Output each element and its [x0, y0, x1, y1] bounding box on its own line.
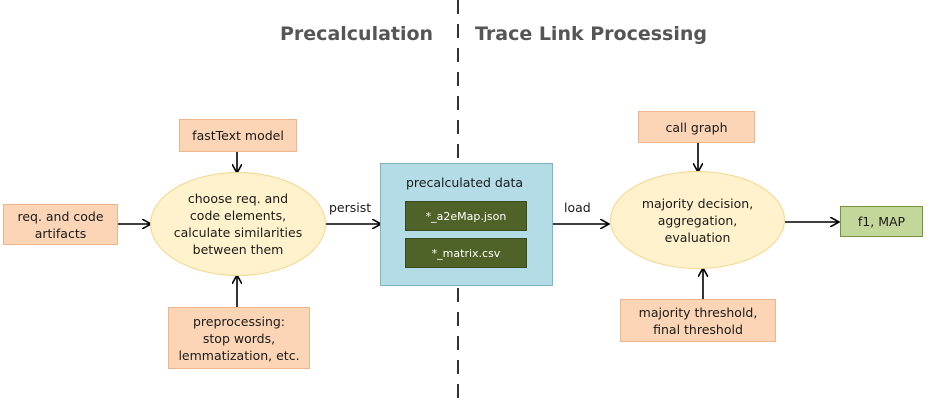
thresholds-box: majority threshold, final threshold: [620, 299, 776, 342]
heading-trace-link-processing: Trace Link Processing: [475, 23, 707, 45]
call-graph-box: call graph: [638, 111, 755, 143]
matrix-file: *_matrix.csv: [405, 238, 527, 268]
precalculated-data-title: precalculated data: [406, 175, 524, 190]
persist-label: persist: [329, 200, 372, 215]
output-f1-map-box: f1, MAP: [840, 206, 923, 237]
fasttext-model-box: fastText model: [179, 119, 297, 152]
precalculated-data-box: precalculated data *_a2eMap.json *_matri…: [380, 163, 553, 286]
choose-elements-ellipse: choose req. and code elements, calculate…: [150, 172, 326, 276]
preprocessing-box: preprocessing: stop words, lemmatization…: [168, 307, 310, 369]
heading-precalculation: Precalculation: [280, 23, 434, 45]
req-code-artifacts-box: req. and code artifacts: [3, 204, 118, 245]
a2emap-file: *_a2eMap.json: [405, 201, 527, 231]
majority-decision-ellipse: majority decision, aggregation, evaluati…: [610, 171, 785, 269]
load-label: load: [564, 200, 591, 215]
